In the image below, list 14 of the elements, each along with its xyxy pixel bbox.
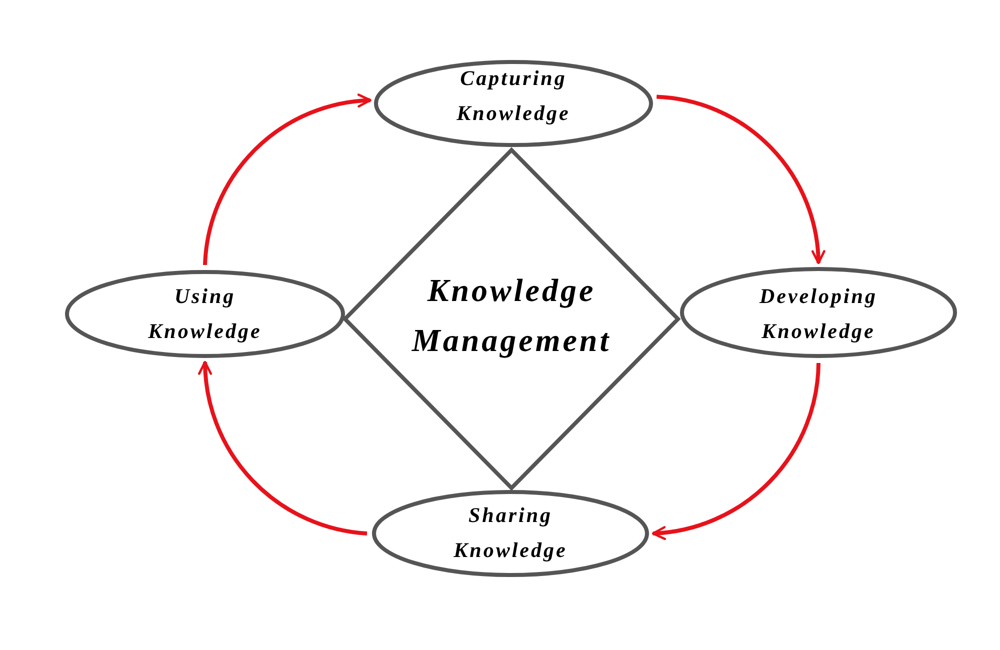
stage-label: Developing Knowledge (758, 282, 878, 344)
cycle-arrow (656, 94, 825, 264)
stage-ellipse (680, 267, 957, 358)
center-label: Knowledge Management (410, 271, 612, 360)
cycle-arrow (203, 94, 372, 266)
stage-ellipse (372, 490, 649, 577)
stage-label: Using Knowledge (147, 283, 263, 345)
stage-ellipse (374, 60, 653, 147)
stage-label: Capturing Knowledge (456, 64, 572, 126)
cycle-arrow (198, 360, 368, 536)
central-diamond (343, 148, 680, 490)
stage-ellipse (65, 270, 345, 358)
stage-label: Sharing Knowledge (452, 502, 568, 564)
cycle-arrow (652, 362, 820, 540)
